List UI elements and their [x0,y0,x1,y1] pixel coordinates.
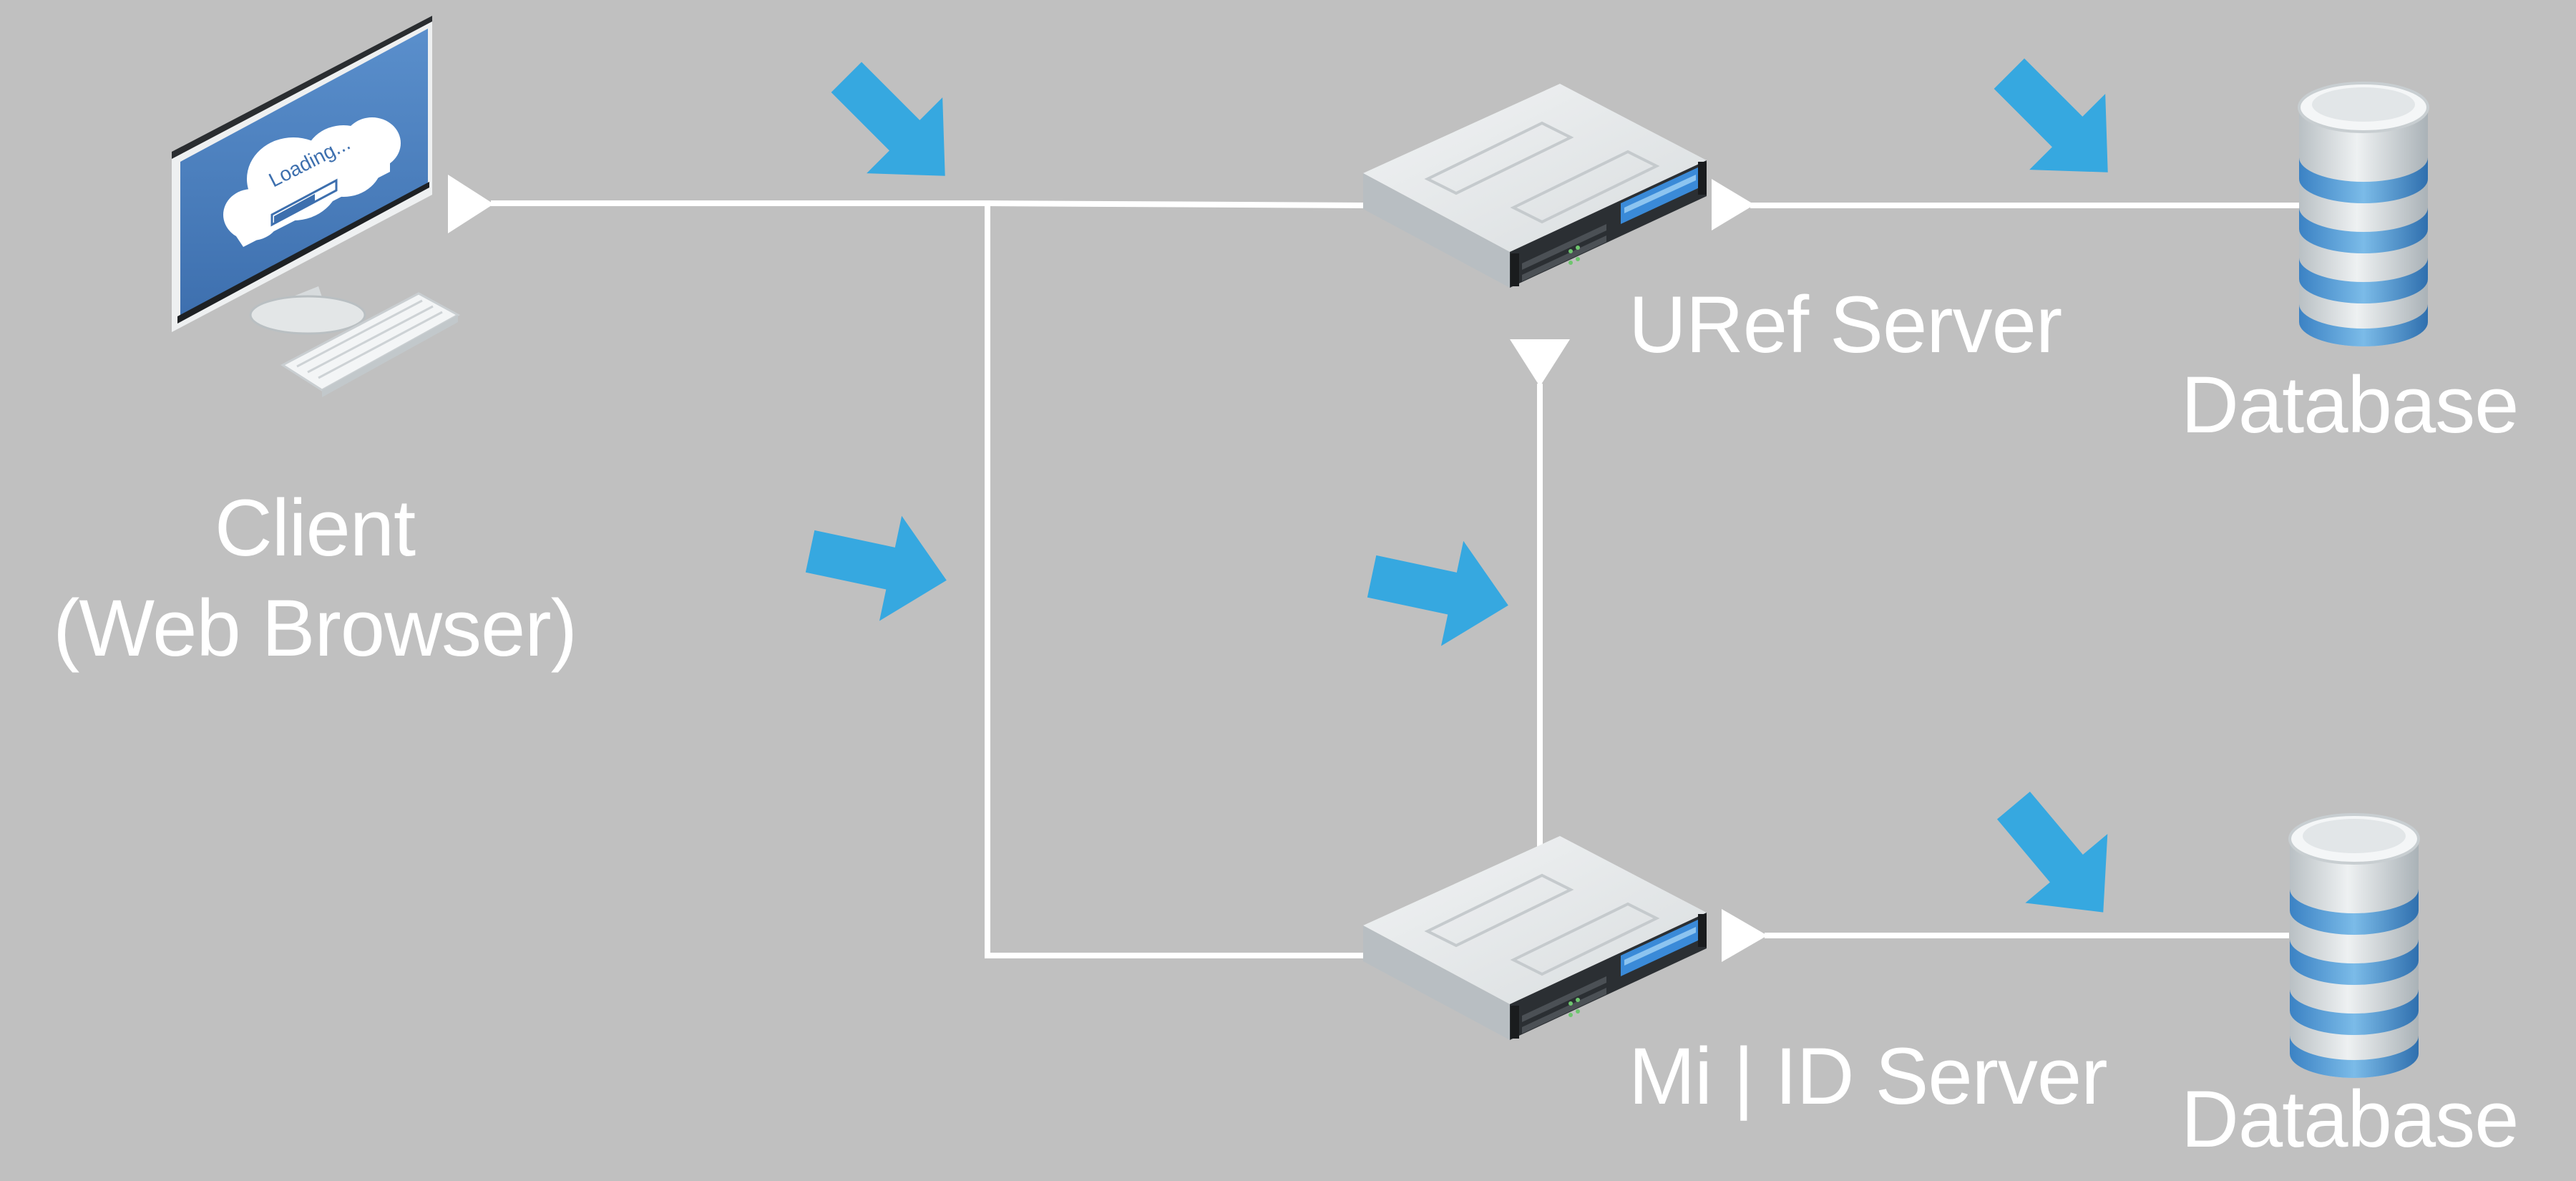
flow-arrow-icon [805,515,947,621]
monitor-chin-line [177,182,429,324]
client-output-arrowhead [448,175,494,233]
connector-arrowheads [448,175,1767,962]
flow-arrow-icon [831,62,945,176]
uref-output-arrowhead [1712,179,1755,230]
monitor-icon: Loading... [172,16,461,397]
miid-server-icon [1362,835,1708,1041]
database-bottom-label: Database [2181,1074,2519,1164]
miid-output-arrowhead [1722,909,1767,962]
keyboard-icon [280,292,461,397]
client-label-line1: Client [214,483,416,573]
connectors [491,200,2300,958]
flow-arrow-icon [1994,58,2108,172]
flow-arrows [805,58,2108,913]
loading-bar-fill [274,194,315,223]
database-top-icon [2298,82,2429,348]
loading-bar [270,178,338,227]
client-to-uref-connector [491,200,1367,209]
flow-arrow-icon [1996,791,2108,913]
database-bottom-icon [2288,813,2420,1079]
client-to-miid-connector [985,200,1366,958]
miid-server-label: Mi | ID Server [1629,1031,2107,1121]
client-label-line2: (Web Browser) [53,583,577,673]
uref-server-icon [1362,82,1708,289]
monitor-edge [172,16,432,159]
flow-arrow-icon [1367,540,1508,646]
client-label: Client (Web Browser) [29,478,601,679]
uref-down-arrowhead [1510,339,1570,387]
monitor-base [249,295,366,335]
database-top-label: Database [2181,360,2519,449]
uref-server-label: URef Server [1629,280,2062,369]
